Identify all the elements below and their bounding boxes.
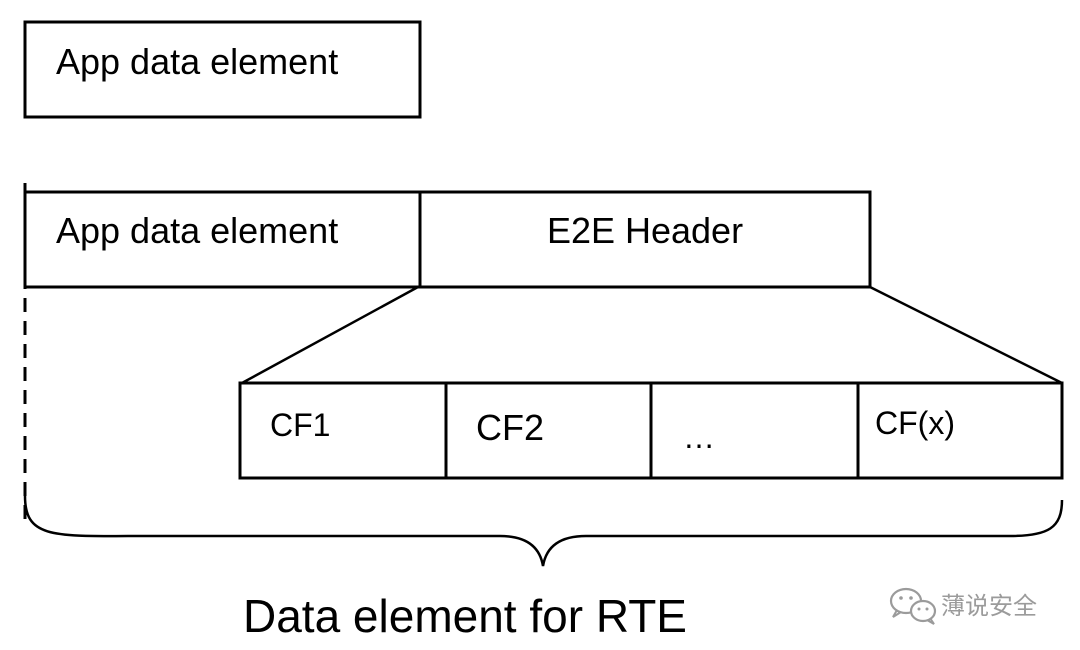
cf-label-2: CF2 [476,407,544,448]
app-data-element-label-top: App data element [56,41,338,82]
expansion-line-left [241,285,419,385]
wechat-icon [889,587,937,625]
cf-label-4: CF(x) [875,405,955,441]
watermark: 薄说安全 [889,587,1037,625]
cf-label-3: … [683,419,715,455]
cf-label-1: CF1 [270,407,330,443]
e2e-header-label: E2E Header [547,210,743,251]
expansion-line-right [869,285,1063,385]
e2e-header-box: E2E Header [418,190,872,289]
rte-data-element-caption: Data element for RTE [243,590,687,642]
app-data-element-box-top: App data element [23,20,422,119]
control-field-row: CF1 CF2 … CF(x) [238,381,1064,480]
curly-brace [23,495,1064,567]
app-data-element-label-bottom: App data element [56,210,338,251]
cf-box-3 [649,381,860,480]
watermark-text: 薄说安全 [941,592,1037,620]
app-data-element-box-bottom: App data element [23,190,422,289]
cf-box-4 [856,381,1064,480]
